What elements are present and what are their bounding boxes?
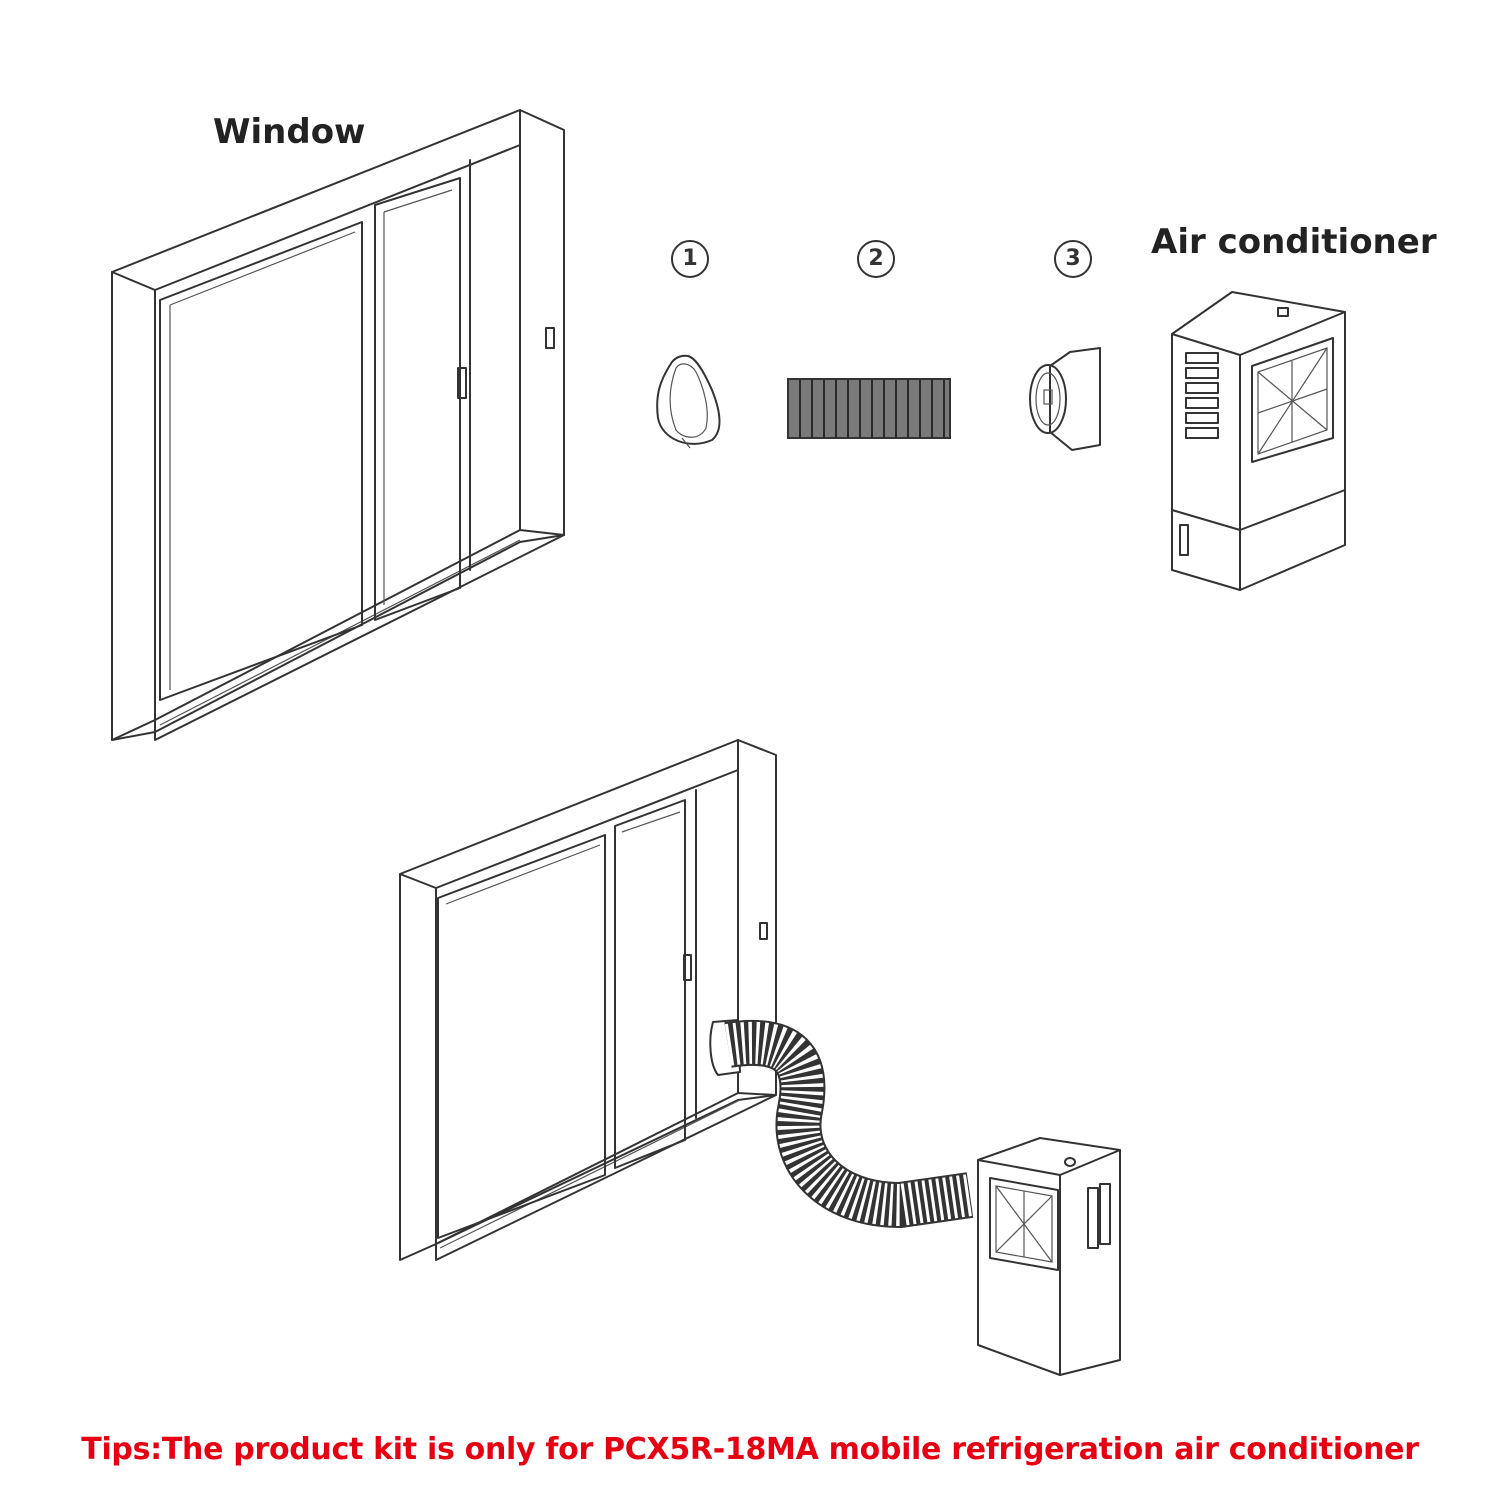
step-2-marker: 2	[857, 240, 895, 278]
window-label: Window	[213, 112, 366, 152]
air-conditioner-icon	[1171, 291, 1346, 591]
sliding-window-icon	[111, 109, 565, 741]
tips-note: Tips:The product kit is only for PCX5R-1…	[81, 1432, 1419, 1467]
air-conditioner-label: Air conditioner	[1151, 222, 1437, 262]
step-1-marker: 1	[671, 240, 709, 278]
installed-setup-icon	[399, 739, 1121, 1376]
window-adapter-icon	[656, 354, 721, 449]
hose-connector-icon	[1029, 347, 1101, 451]
step-3-marker: 3	[1054, 240, 1092, 278]
exhaust-hose-icon	[787, 378, 951, 439]
